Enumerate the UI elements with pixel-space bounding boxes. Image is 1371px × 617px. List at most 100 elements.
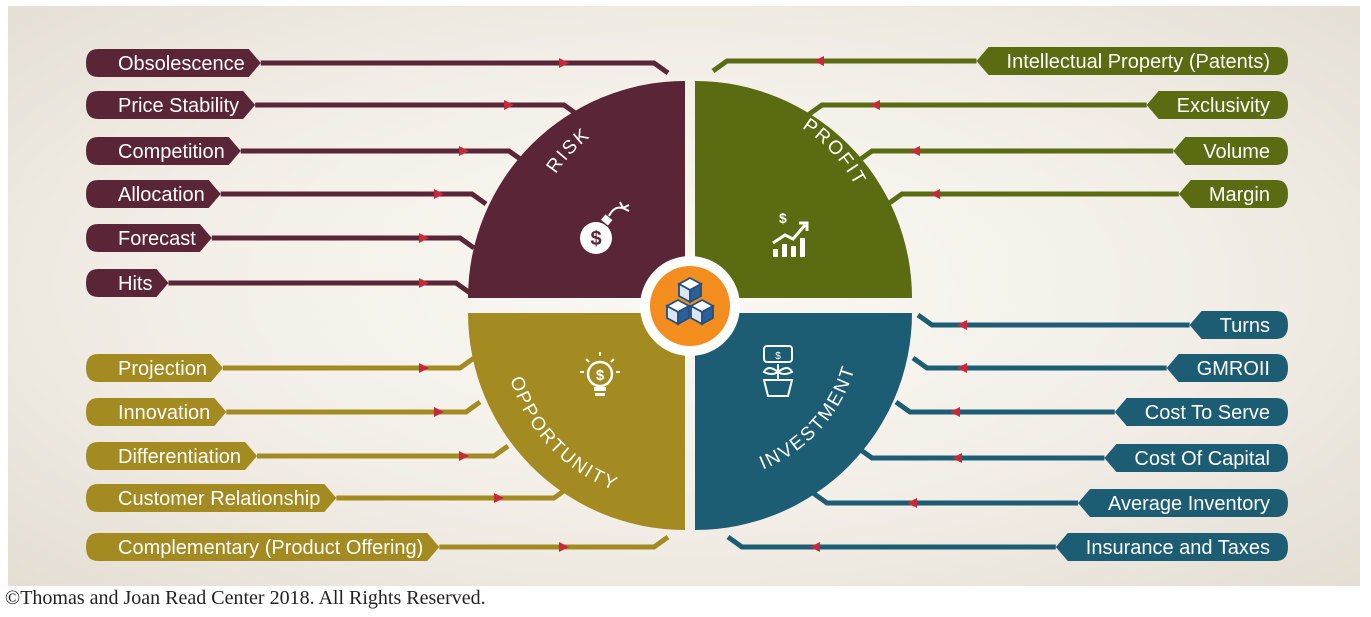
competition-connector — [240, 148, 525, 164]
forecast-arrow-icon — [419, 233, 429, 243]
complementary-product-offering-label: Complementary (Product Offering) — [86, 533, 440, 561]
complementary-product-offering-text: Complementary (Product Offering) — [118, 537, 423, 559]
cost-to-serve-label: Cost To Serve — [1114, 398, 1288, 426]
turns-text: Turns — [1220, 315, 1270, 337]
margin-text: Margin — [1209, 184, 1270, 206]
customer-relationship-connector — [336, 485, 570, 501]
differentiation-pill — [86, 442, 258, 470]
svg-text:$: $ — [779, 210, 787, 226]
profit-quadrant — [695, 81, 912, 298]
volume-connector — [856, 148, 1174, 164]
innovation-pill — [86, 398, 227, 426]
forecast-label: Forecast — [86, 224, 212, 252]
gmroii-label: GMROII — [1166, 354, 1288, 382]
margin-pill — [1178, 180, 1288, 208]
forecast-connector — [211, 235, 476, 251]
turns-label: Turns — [1189, 311, 1288, 339]
margin-label: Margin — [1178, 180, 1288, 208]
price-stability-text: Price Stability — [118, 95, 239, 117]
turns-arrow-icon — [957, 320, 967, 330]
competition-arrow-icon — [459, 146, 469, 156]
innovation-text: Innovation — [118, 402, 210, 424]
hits-pill — [86, 269, 169, 297]
insurance-and-taxes-arrow-icon — [810, 542, 820, 552]
money-plant-icon: $ — [762, 345, 794, 397]
allocation-label: Allocation — [86, 180, 221, 208]
hits-connector — [168, 280, 472, 296]
average-inventory-connector — [811, 490, 1079, 506]
obsolescence-connector — [260, 60, 670, 76]
obsolescence-pill — [86, 49, 261, 77]
hits-label: Hits — [86, 269, 169, 297]
cost-of-capital-pill — [1104, 444, 1288, 472]
competition-label: Competition — [86, 137, 241, 165]
competition-text: Competition — [118, 141, 225, 163]
obsolescence-arrow-icon — [559, 58, 569, 68]
cost-to-serve-arrow-icon — [950, 407, 960, 417]
intellectual-property-patents-pill — [976, 47, 1288, 75]
average-inventory-label: Average Inventory — [1078, 489, 1288, 517]
gmroii-connector — [911, 355, 1167, 371]
price-stability-label: Price Stability — [86, 91, 256, 119]
complementary-product-offering-arrow-icon — [559, 542, 569, 552]
allocation-arrow-icon — [434, 189, 444, 199]
average-inventory-pill — [1078, 489, 1288, 517]
growth-chart-icon: $ — [772, 210, 809, 257]
cost-to-serve-pill — [1114, 398, 1288, 426]
cost-of-capital-arrow-icon — [952, 453, 962, 463]
customer-relationship-pill — [86, 484, 337, 512]
allocation-text: Allocation — [118, 184, 205, 206]
volume-text: Volume — [1203, 141, 1270, 163]
gmroii-arrow-icon — [957, 363, 967, 373]
customer-relationship-arrow-icon — [494, 493, 504, 503]
differentiation-text: Differentiation — [118, 446, 241, 468]
copyright-notice: ©Thomas and Joan Read Center 2018. All R… — [5, 587, 486, 609]
cost-of-capital-connector — [856, 445, 1105, 461]
exclusivity-text: Exclusivity — [1177, 95, 1270, 117]
price-stability-connector — [255, 102, 580, 118]
gmroii-pill — [1166, 354, 1288, 382]
margin-arrow-icon — [930, 189, 940, 199]
idea-bulb-icon: $ — [580, 352, 620, 396]
gmroii-text: GMROII — [1197, 358, 1270, 380]
differentiation-connector — [257, 443, 510, 459]
margin-connector — [886, 191, 1179, 207]
investment-quadrant — [695, 313, 912, 530]
risk-quadrant — [468, 81, 685, 298]
volume-pill — [1173, 137, 1288, 165]
insurance-and-taxes-pill — [1055, 533, 1288, 561]
innovation-arrow-icon — [434, 407, 444, 417]
projection-pill — [86, 354, 223, 382]
price-stability-pill — [86, 91, 256, 119]
projection-text: Projection — [118, 358, 207, 380]
insurance-and-taxes-label: Insurance and Taxes — [1055, 533, 1288, 561]
connector-lines — [168, 56, 1190, 552]
exclusivity-arrow-icon — [870, 100, 880, 110]
intellectual-property-patents-arrow-icon — [814, 56, 824, 66]
exclusivity-label: Exclusivity — [1146, 91, 1288, 119]
complementary-product-offering-connector — [439, 534, 670, 550]
stacked-boxes-icon — [665, 276, 715, 326]
money-bomb-icon: $ — [580, 201, 630, 254]
allocation-pill — [86, 180, 221, 208]
volume-arrow-icon — [910, 146, 920, 156]
turns-pill — [1189, 311, 1288, 339]
cost-to-serve-text: Cost To Serve — [1145, 402, 1270, 424]
differentiation-label: Differentiation — [86, 442, 258, 470]
intellectual-property-patents-label: Intellectual Property (Patents) — [976, 47, 1288, 75]
projection-arrow-icon — [419, 363, 429, 373]
svg-text:$: $ — [590, 228, 601, 250]
cost-of-capital-label: Cost Of Capital — [1104, 444, 1288, 472]
innovation-connector — [226, 399, 482, 415]
complementary-product-offering-pill — [86, 533, 440, 561]
opportunity-quadrant — [468, 313, 685, 530]
innovation-label: Innovation — [86, 398, 227, 426]
cost-of-capital-text: Cost Of Capital — [1134, 448, 1270, 470]
svg-text:$: $ — [596, 367, 605, 384]
hits-text: Hits — [118, 273, 152, 295]
obsolescence-text: Obsolescence — [118, 53, 245, 75]
customer-relationship-label: Customer Relationship — [86, 484, 337, 512]
